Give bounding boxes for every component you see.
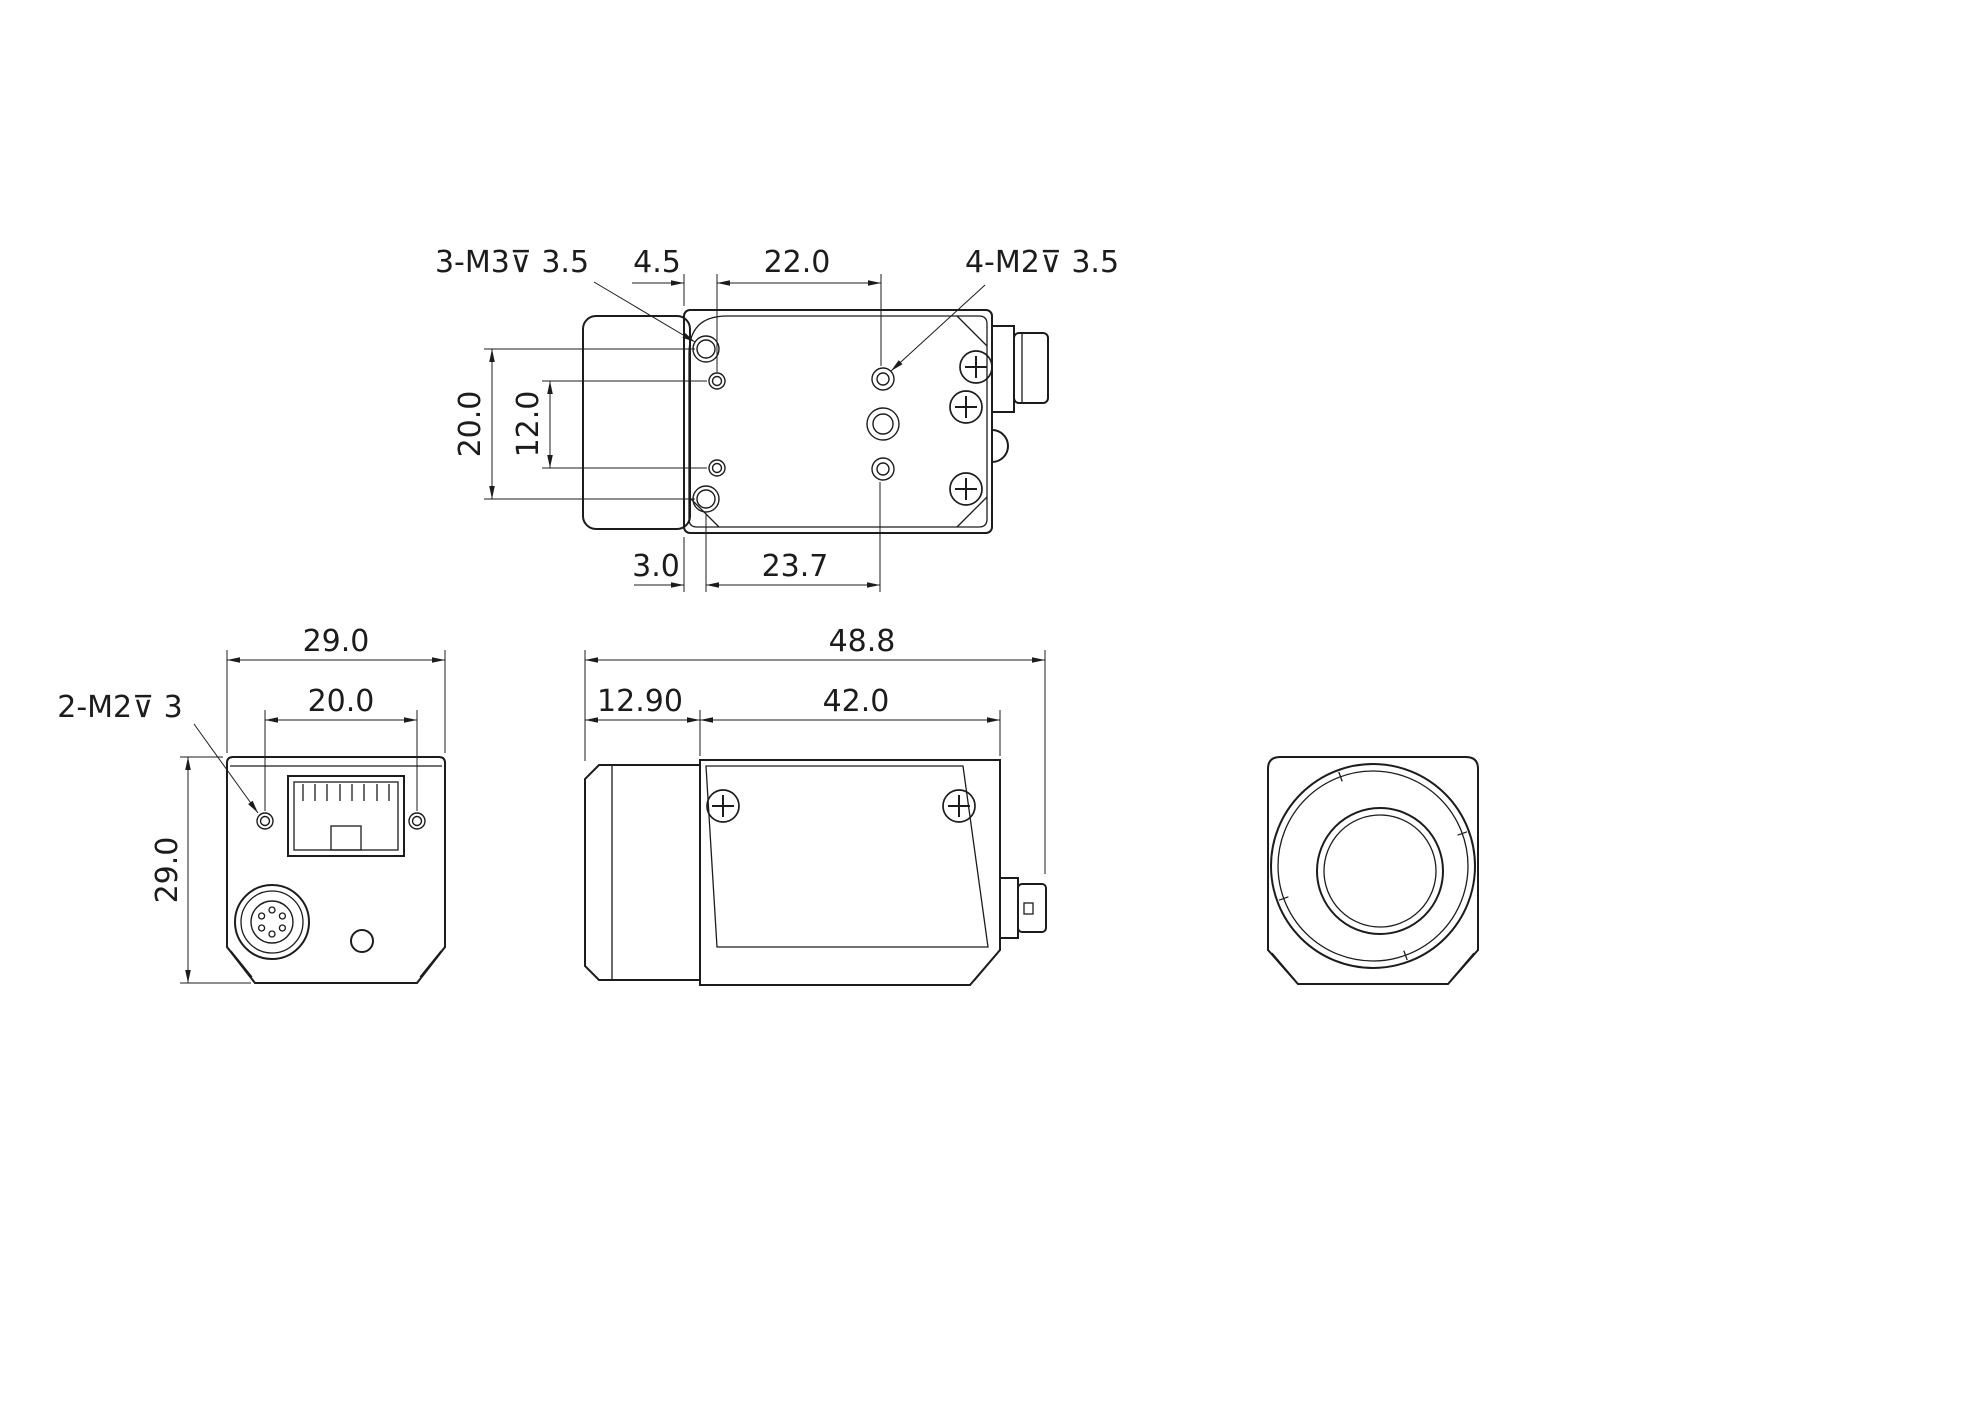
m3-mount-holes [692,335,900,513]
leader-m2 [890,284,986,372]
rear-connector-side [999,877,1047,939]
label-m2-holes: 4-M2⊽ 3.5 [965,245,1119,280]
lens-opening-inner [1323,814,1437,928]
bottom-chamfers [230,950,442,978]
cover-screws-side [706,789,976,823]
camera-body-top [683,309,993,534]
lens-opening [1316,807,1444,935]
dim-label-total-length: 48.8 [829,624,896,659]
connector-pins [257,906,287,938]
io-connector-top [1013,332,1049,404]
lens-barrel-top [582,315,691,530]
extension-lines [180,650,446,984]
ethernet-port [287,775,405,857]
label-m2-back: 2-M2⊽ 3 [57,690,182,725]
screw-cross-icon [948,795,970,817]
dim-label-3-0: 3.0 [632,549,680,584]
screw-icon [942,789,976,823]
top-view-dimensions [484,274,986,592]
m2-screw-holes-back [256,812,426,830]
dim-label-12-0: 12.0 [511,391,546,458]
bottom-chamfer [973,953,998,982]
screw-cross-icon [955,478,977,500]
screw-icon [706,789,740,823]
back-view-dimensions [180,650,446,984]
dim-label-back-height: 29.0 [150,837,185,904]
camera-body-back [226,756,446,984]
screw-icon [959,350,993,384]
camera-body-front [1267,756,1479,985]
dim-label-back-width: 29.0 [303,624,370,659]
dim-label-20-0: 20.0 [453,391,488,458]
dim-label-body-length: 42.0 [823,684,890,719]
mount-ring-ticks [1278,771,1468,961]
front-view [1267,756,1479,985]
bottom-chamfers [1271,952,1475,981]
led-indicator [350,929,374,953]
leader-m2-back [193,723,259,814]
rj45-inner [293,781,399,851]
connector-plug [1017,883,1047,933]
dim-label-23-7: 23.7 [762,549,829,584]
lens-mount-ring [1277,770,1469,962]
connector-base-top [991,325,1015,413]
cover-screws-top [949,350,993,506]
camera-body-side [699,759,1001,986]
leader-m3 [593,281,696,343]
dim-label-4-5: 4.5 [633,245,681,280]
rj45-outer [287,775,405,857]
label-m3-holes: 3-M3⊽ 3.5 [435,245,589,280]
connector-mid-ring [240,890,304,954]
top-cover-panel [688,315,988,528]
connector-inner-ring [250,900,294,944]
dim-label-back-hole-span: 20.0 [308,684,375,719]
side-view-dimensions [584,650,1046,874]
screw-cross-icon [712,795,734,817]
extension-lines [584,650,1046,874]
top-view: 3-M3⊽ 3.5 4.5 22.0 4-M2⊽ 3.5 20.0 12.0 3… [435,245,1119,592]
dim-label-front-section: 12.90 [597,684,683,719]
rj45-latch-slot [330,825,362,851]
connector-outer-ring [234,884,310,960]
side-panel [705,765,989,948]
screw-cross-icon [955,396,977,418]
panel-corner-chamfers [688,315,988,528]
screw-cross-icon [965,356,987,378]
screw-icon [949,472,983,506]
back-view: 29.0 20.0 2-M2⊽ 3 29.0 [57,624,446,984]
side-bump [991,429,1009,463]
lens-barrel-side [584,764,701,981]
extension-lines [484,274,882,592]
screw-icon [949,390,983,424]
m2-mount-holes [708,367,895,481]
connector-pin [1023,902,1034,915]
lens-mount-outer [1270,763,1476,969]
side-view: 48.8 12.90 42.0 [584,624,1047,986]
rj45-pins [302,784,390,801]
connector-base [999,877,1019,939]
dim-label-22-0: 22.0 [764,245,831,280]
power-io-connector [234,884,310,960]
